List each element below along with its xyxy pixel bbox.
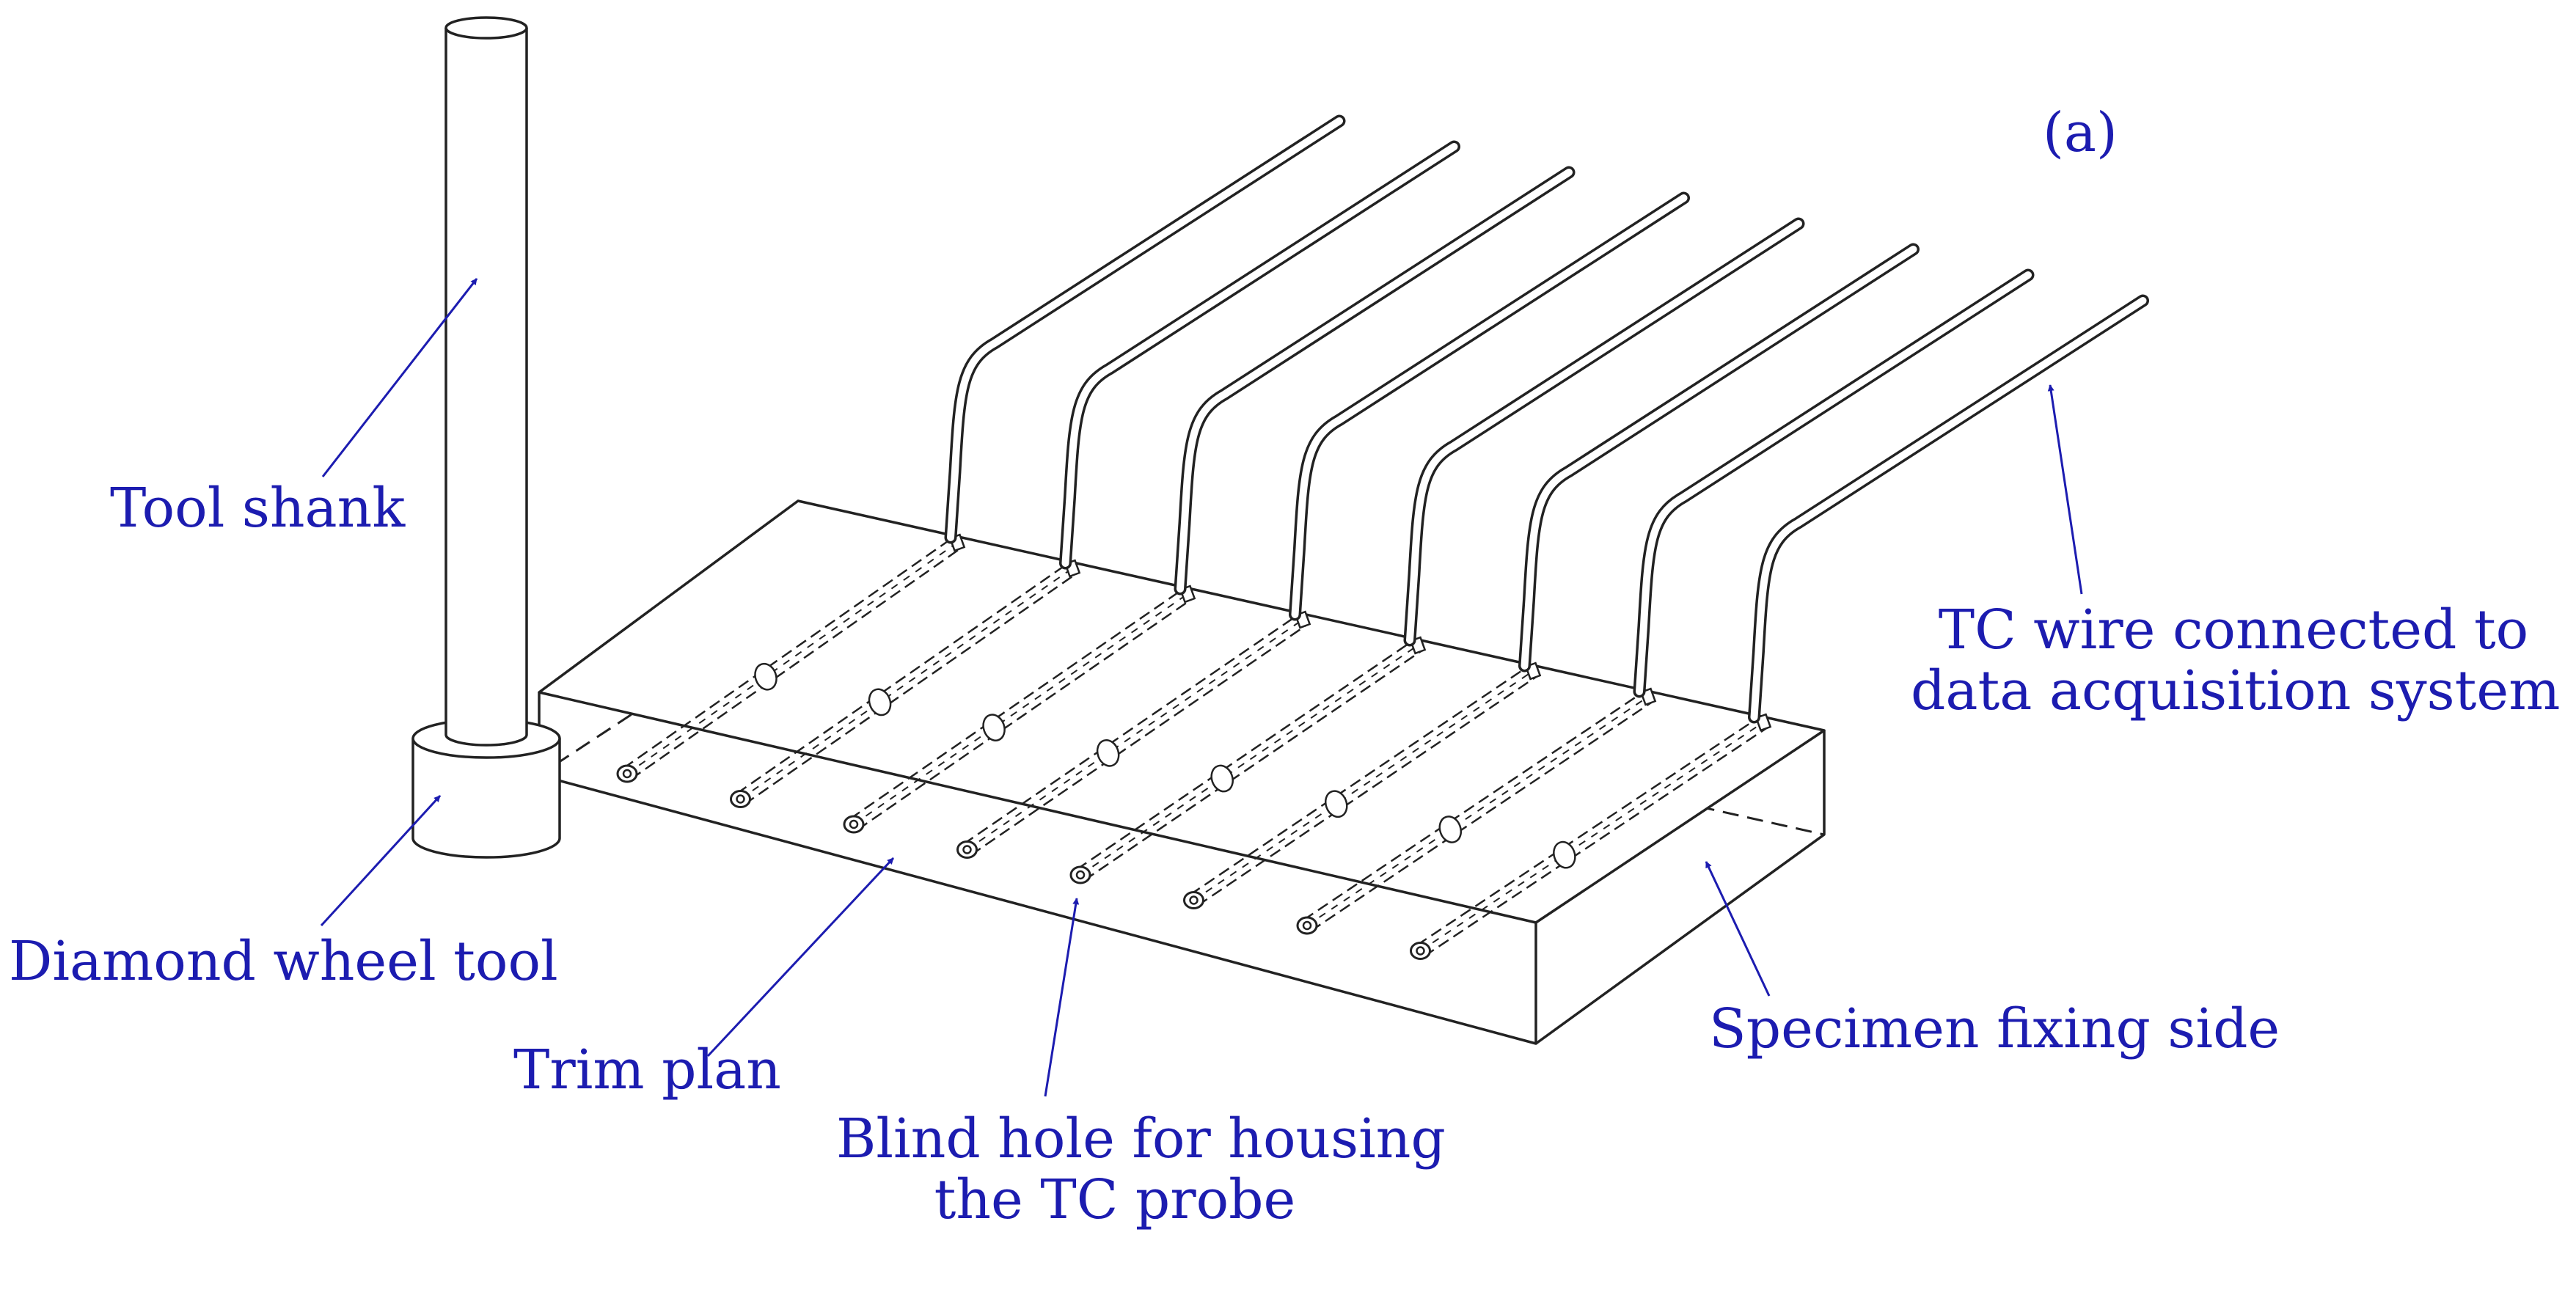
tc-wire-4-core xyxy=(1291,194,1688,618)
blind-hole-label-line1: Blind hole for housing xyxy=(836,1107,1446,1170)
tool-shank-label: Tool shank xyxy=(110,477,406,540)
blind-hole-wall xyxy=(736,562,1069,795)
tool-shank-arrow xyxy=(321,278,478,477)
tc-wire-8-core xyxy=(1750,297,2147,721)
probe-tip xyxy=(962,845,972,854)
blind-hole-wall xyxy=(849,587,1185,820)
blind-hole-wall xyxy=(1083,650,1422,882)
probe-junction xyxy=(1438,816,1463,843)
hole-opening xyxy=(616,764,638,783)
blind-hole-wall xyxy=(1416,716,1760,947)
tc-wire-2-outline xyxy=(1059,140,1460,570)
tc-wire-label-line1: TC wire connected to xyxy=(1938,598,2529,662)
hole-opening xyxy=(956,840,978,859)
probe-centerline xyxy=(1080,645,1419,876)
tool xyxy=(411,16,561,859)
tc-wire-arrow xyxy=(2047,384,2083,595)
tc-wire-3-outline xyxy=(1174,166,1576,595)
probe-tip xyxy=(1302,920,1312,931)
tc-wires xyxy=(944,114,2149,724)
probe-junction xyxy=(1210,764,1234,793)
blind-hole-wall xyxy=(857,598,1192,831)
probe-tip xyxy=(849,819,859,829)
probe-centerline xyxy=(1193,670,1534,901)
blind-hole-3 xyxy=(843,584,1196,834)
hole-opening xyxy=(843,815,865,834)
blind-hole-wall xyxy=(962,613,1300,846)
specimen-fixing-label: Specimen fixing side xyxy=(1709,997,2280,1060)
panel-label: (a) xyxy=(2043,101,2118,164)
blind-hole-wall xyxy=(1303,690,1645,921)
tc-wire-label-line2: data acquisition system xyxy=(1911,659,2561,722)
probe-tip xyxy=(1075,870,1086,880)
tc-wire-3-core xyxy=(1177,169,1573,593)
hole-opening xyxy=(1410,942,1431,960)
hole-opening xyxy=(1069,865,1091,884)
tc-wire-4-outline xyxy=(1289,191,1690,621)
blind-hole-6 xyxy=(1183,662,1542,909)
probe-junction xyxy=(1324,790,1348,818)
blind-hole-5 xyxy=(1069,636,1427,884)
blind-hole-wall xyxy=(743,573,1077,805)
blind-hole-1 xyxy=(616,533,966,783)
tc-wire-6-core xyxy=(1521,246,1917,670)
probe-tip xyxy=(736,794,745,804)
hole-opening xyxy=(1296,916,1318,935)
blind-hole-wall xyxy=(1196,675,1537,906)
probe-junction xyxy=(1553,840,1576,869)
blind-hole-8 xyxy=(1410,713,1772,960)
blind-hole-4 xyxy=(956,610,1311,859)
thermocouple-probes xyxy=(616,533,1772,960)
probe-tip xyxy=(1189,895,1199,905)
trim-plan-label: Trim plan xyxy=(513,1038,781,1102)
specimen-fixing-arrow xyxy=(1705,861,1771,997)
probe-tip xyxy=(1416,946,1425,956)
blind-hole-label-line2: the TC probe xyxy=(934,1168,1296,1231)
probe-tip xyxy=(622,769,632,779)
diamond-wheel-body xyxy=(411,739,561,859)
tc-wire-1-core xyxy=(947,117,1343,541)
probe-centerline xyxy=(1306,696,1649,926)
trim-plan-arrow xyxy=(706,857,895,1058)
probe-junction xyxy=(868,688,892,717)
probe-junction xyxy=(1096,739,1120,767)
probe-centerline xyxy=(1419,722,1764,952)
tc-wire-6-outline xyxy=(1518,243,1920,673)
tc-wire-2-core xyxy=(1061,143,1458,567)
blind-hole-2 xyxy=(730,559,1081,808)
blind-hole-wall xyxy=(1076,639,1415,871)
specimen-block xyxy=(538,499,1826,1045)
tool-shank-body xyxy=(444,28,528,747)
tc-wire-5-core xyxy=(1406,220,1802,644)
probe-centerline xyxy=(966,619,1303,851)
probe-centerline xyxy=(853,593,1188,825)
tc-wire-7-core xyxy=(1636,271,2032,695)
probe-junction xyxy=(754,662,777,691)
diamond-wheel-arrow xyxy=(320,794,442,927)
blind-hole-arrow xyxy=(1044,898,1080,1097)
blind-hole-wall xyxy=(970,624,1307,856)
tc-wire-1-outline xyxy=(944,114,1346,544)
tc-wire-5-outline xyxy=(1403,217,1805,647)
tc-wire-label: TC wire connected to data acquisition sy… xyxy=(1911,598,2561,722)
tool-shank-top xyxy=(444,16,528,40)
blind-hole-label: Blind hole for housing the TC probe xyxy=(836,1107,1446,1231)
hole-opening xyxy=(730,790,751,808)
blind-hole-wall xyxy=(623,536,954,769)
blind-hole-wall xyxy=(1189,664,1530,896)
hole-opening xyxy=(1183,891,1204,909)
blind-hole-wall xyxy=(630,547,962,780)
probe-junction xyxy=(982,714,1006,741)
blind-hole-wall xyxy=(1423,727,1768,958)
diamond-wheel-label: Diamond wheel tool xyxy=(9,930,558,993)
blind-hole-wall xyxy=(1310,701,1653,932)
annotation-arrows xyxy=(320,278,2083,1097)
